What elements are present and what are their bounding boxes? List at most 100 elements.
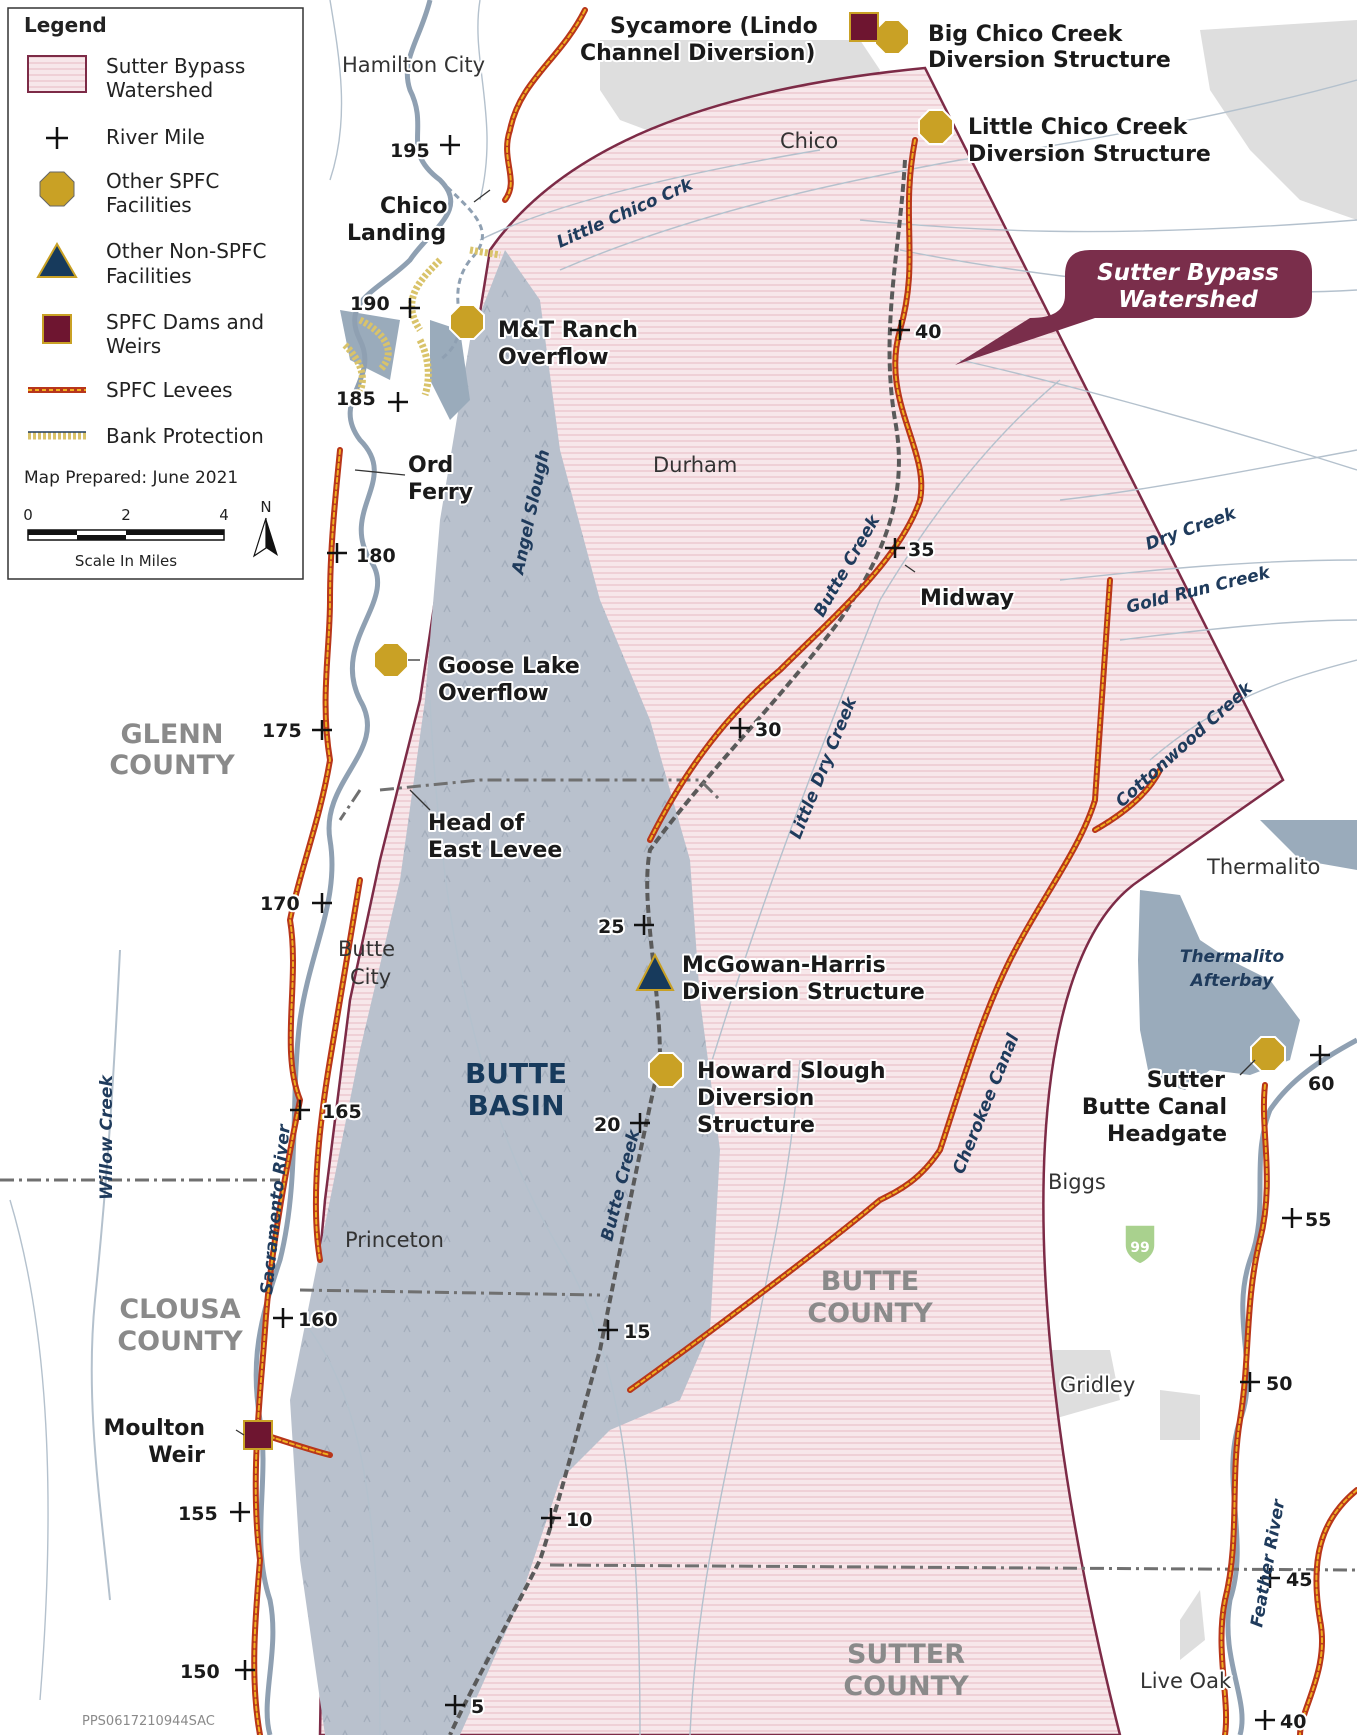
big-chico-label-2: Diversion Structure xyxy=(928,48,1171,73)
legend-north-label: N xyxy=(260,498,271,516)
sutter-butte-label-3: Headgate xyxy=(1107,1122,1227,1147)
rm-butte-35: 35 xyxy=(908,539,934,561)
highway-99-label: 99 xyxy=(1130,1240,1149,1256)
legend-dam-label-1: SPFC Dams and xyxy=(106,310,264,334)
town-durham: Durham xyxy=(653,453,737,477)
mcgowan-label-2: Diversion Structure xyxy=(682,980,925,1005)
rm-feather-55: 55 xyxy=(1305,1209,1331,1231)
legend-scale-bar: 0 2 4 Scale In Miles xyxy=(23,506,229,570)
river-mile-labels: 195 190 185 180 175 170 165 160 155 150 … xyxy=(176,138,1336,1735)
rm-sac-175: 175 xyxy=(262,720,302,742)
county-glenn-1: GLENN xyxy=(120,719,223,750)
head-east-levee-label-1: Head of xyxy=(428,811,525,836)
mt-ranch-label-1: M&T Ranch xyxy=(498,318,638,343)
ord-ferry-label-1: Ord xyxy=(408,453,453,478)
county-labels: GLENN COUNTY CLOUSA COUNTY BUTTE COUNTY … xyxy=(107,717,969,1702)
document-id: PPS0617210944SAC xyxy=(82,1714,215,1729)
river-mile-markers xyxy=(230,135,1330,1730)
label-thermalito-2: Afterbay xyxy=(1189,971,1275,991)
spfc-facilities xyxy=(373,19,1286,1088)
legend-levee-label: SPFC Levees xyxy=(106,378,233,402)
chico-landing-label-2: Landing xyxy=(347,221,446,246)
legend-scale-4: 4 xyxy=(219,506,229,524)
legend-non-spfc-label-1: Other Non-SPFC xyxy=(106,239,266,263)
bank-protection xyxy=(342,246,501,403)
rm-sac-160: 160 xyxy=(298,1309,338,1331)
highway-99-shield: 99 xyxy=(1124,1224,1156,1265)
legend-spfc-facility-label-1: Other SPFC xyxy=(106,169,219,193)
head-east-levee-label-2: East Levee xyxy=(428,838,562,863)
moulton-weir-icon[interactable] xyxy=(243,1420,273,1450)
county-butte-2: COUNTY xyxy=(807,1298,933,1329)
mt-ranch-facility-icon[interactable] xyxy=(449,304,485,340)
howard-label-2: Diversion xyxy=(697,1086,814,1111)
legend-panel: Legend Sutter Bypass Watershed River Mil… xyxy=(7,7,304,580)
howard-slough-facility-icon[interactable] xyxy=(648,1052,684,1088)
legend-watershed-label-1: Sutter Bypass xyxy=(106,54,245,78)
legend-river-mile-icon xyxy=(46,127,68,149)
legend-dam-icon xyxy=(42,314,72,344)
rm-butte-10: 10 xyxy=(566,1509,592,1531)
little-chico-facility-icon[interactable] xyxy=(918,109,954,145)
legend-watershed-label-2: Watershed xyxy=(106,78,213,102)
legend-title: Legend xyxy=(24,13,107,37)
rm-sac-170: 170 xyxy=(260,893,300,915)
goose-lake-label-1: Goose Lake xyxy=(438,654,580,679)
big-chico-facility-icon[interactable] xyxy=(874,19,910,55)
legend-scale-0: 0 xyxy=(23,506,33,524)
sycamore-dam-icon[interactable] xyxy=(849,12,879,42)
goose-lake-facility-icon[interactable] xyxy=(373,642,409,678)
legend-non-spfc-label-2: Facilities xyxy=(106,264,192,288)
howard-label-3: Structure xyxy=(697,1113,815,1138)
label-thermalito-1: Thermalito xyxy=(1180,947,1285,967)
callout-line-1: Sutter Bypass xyxy=(1097,260,1279,286)
sycamore-label-1: Sycamore (Lindo xyxy=(610,14,818,39)
big-chico-label-1: Big Chico Creek xyxy=(928,22,1124,47)
little-chico-label-1: Little Chico Creek xyxy=(968,115,1189,140)
sutter-butte-label-1: Sutter xyxy=(1147,1068,1225,1093)
rm-butte-15: 15 xyxy=(624,1321,650,1343)
legend-spfc-facility-label-2: Facilities xyxy=(106,193,192,217)
rm-sac-150: 150 xyxy=(180,1661,220,1683)
rm-butte-20: 20 xyxy=(594,1114,620,1136)
county-colusa-1: CLOUSA xyxy=(119,1294,240,1325)
county-sutter-1: SUTTER xyxy=(847,1639,965,1670)
butte-creek-line xyxy=(448,159,907,1735)
town-biggs: Biggs xyxy=(1048,1170,1106,1194)
town-live-oak: Live Oak xyxy=(1140,1669,1232,1693)
north-arrow-icon: N xyxy=(252,498,278,558)
town-labels: Hamilton City Chico Durham Butte City Pr… xyxy=(338,51,1322,1695)
facility-labels: Sycamore (Lindo Channel Diversion) Big C… xyxy=(101,12,1229,1470)
ord-ferry-label-2: Ferry xyxy=(408,480,473,505)
mcgowan-label-1: McGowan-Harris xyxy=(682,953,886,978)
sutter-butte-label-2: Butte Canal xyxy=(1082,1095,1227,1120)
county-butte-1: BUTTE xyxy=(821,1266,919,1297)
chico-landing-label-1: Chico xyxy=(380,194,448,219)
legend-watershed-swatch xyxy=(27,55,87,93)
legend-dam-label-2: Weirs xyxy=(106,334,161,358)
legend-prepared: Map Prepared: June 2021 xyxy=(24,468,238,488)
town-hamilton-city: Hamilton City xyxy=(342,53,485,77)
legend-river-mile-label: River Mile xyxy=(106,125,205,149)
butte-basin-label-1: BUTTE xyxy=(465,1057,567,1090)
rm-butte-25: 25 xyxy=(598,916,624,938)
legend-spfc-facility-icon xyxy=(39,171,75,207)
leader-lines xyxy=(235,189,1256,1436)
county-colusa-2: COUNTY xyxy=(117,1326,243,1357)
sutter-butte-facility-icon[interactable] xyxy=(1250,1036,1286,1072)
callout-line-2: Watershed xyxy=(1118,287,1258,313)
rm-feather-45: 45 xyxy=(1286,1569,1312,1591)
rm-sac-165: 165 xyxy=(322,1101,362,1123)
town-princeton: Princeton xyxy=(345,1228,444,1252)
legend-non-spfc-icon xyxy=(36,241,78,278)
rm-feather-60: 60 xyxy=(1308,1073,1334,1095)
rm-feather-40: 40 xyxy=(1280,1711,1306,1733)
mcgowan-harris-facility-icon[interactable] xyxy=(635,952,675,991)
sycamore-label-2: Channel Diversion) xyxy=(580,41,815,66)
rm-sac-185: 185 xyxy=(336,388,376,410)
rm-butte-30: 30 xyxy=(755,719,781,741)
rm-feather-50: 50 xyxy=(1266,1373,1292,1395)
spfc-levees xyxy=(247,7,1357,1735)
sacramento-river xyxy=(253,0,454,1735)
